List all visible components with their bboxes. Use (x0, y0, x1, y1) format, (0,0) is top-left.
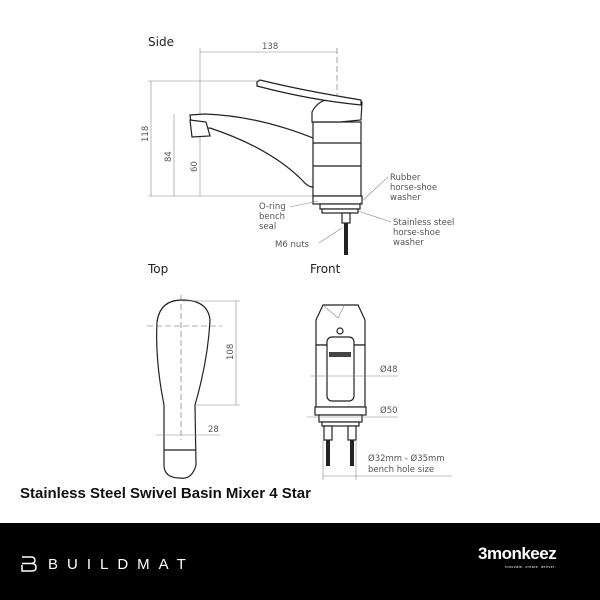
front-view: Front Ø48 Ø50 Ø32mm - Ø35mm bench hole s… (307, 262, 452, 480)
dim-side-width: 138 (262, 42, 278, 52)
dim-top-length: 108 (226, 344, 236, 360)
dim-front-base: Ø50 (380, 405, 398, 416)
note-rubber-washer: Rubber horse-shoe washer (390, 173, 440, 203)
technical-drawing: Side 138 118 84 60 Rubber horse-shoe was… (141, 35, 457, 480)
3monkeez-tagline: innovate. create. deliver. (505, 565, 557, 569)
side-view: Side 138 118 84 60 Rubber horse-shoe was… (141, 35, 457, 255)
product-title: Stainless Steel Swivel Basin Mixer 4 Sta… (20, 485, 311, 502)
note-bench-hole: Ø32mm - Ø35mm bench hole size (368, 453, 447, 475)
dim-front-body: Ø48 (380, 364, 398, 375)
3monkeez-wordmark: 3monkeez (478, 544, 557, 563)
note-oring-seal: O-ring bench seal (259, 202, 288, 232)
dim-spout-outlet: 60 (190, 161, 200, 172)
note-m6-nuts: M6 nuts (275, 240, 310, 250)
top-view-label: Top (147, 262, 168, 276)
top-view: Top 108 28 (147, 262, 240, 479)
buildmat-logo-icon (21, 556, 37, 572)
buildmat-logo: BUILDMAT (20, 555, 195, 573)
dim-side-height: 118 (141, 126, 151, 142)
dim-top-width: 28 (208, 425, 219, 435)
dim-spout-top: 84 (164, 151, 174, 162)
note-steel-washer: Stainless steel horse-shoe washer (393, 218, 457, 248)
3monkeez-logo: 3monkeez innovate. create. deliver. (478, 544, 557, 570)
footer-band: BUILDMAT 3monkeez innovate. create. deli… (0, 523, 600, 600)
front-view-label: Front (310, 262, 341, 276)
side-view-label: Side (148, 35, 174, 49)
buildmat-wordmark: BUILDMAT (48, 555, 195, 573)
